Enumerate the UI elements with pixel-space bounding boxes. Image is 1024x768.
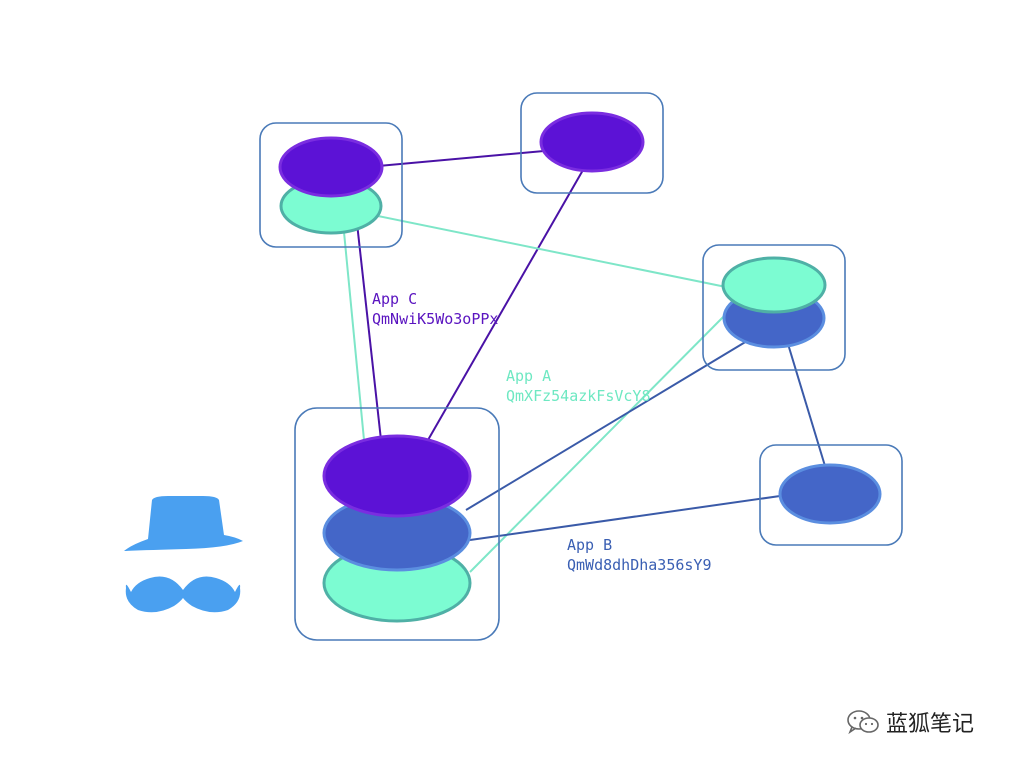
link-a-topleft-to-right xyxy=(377,215,727,288)
wechat-icon xyxy=(847,710,879,735)
node-box-top-right xyxy=(520,92,664,194)
app-b-hash: QmWd8dhDha356sY9 xyxy=(567,556,712,574)
app-a-name: App A xyxy=(506,367,552,385)
app-c-name: App C xyxy=(372,290,418,308)
app-b-name: App B xyxy=(567,536,613,554)
disk-app-a-right xyxy=(721,256,827,314)
app-b-label: App B QmWd8dhDha356sY9 xyxy=(567,535,712,575)
link-c-topleft-to-topright xyxy=(377,150,545,167)
disk-app-b-bottom-right xyxy=(778,463,882,525)
app-c-label: App C QmNwiK5Wo3oPPx xyxy=(372,289,498,329)
disk-app-c-top-right xyxy=(539,111,645,173)
node-box-right xyxy=(702,244,846,371)
node-box-bottom-right xyxy=(759,444,903,546)
hat-icon xyxy=(124,496,243,551)
link-a-topleft-to-user xyxy=(343,231,365,441)
node-box-top-left xyxy=(259,122,403,248)
disk-app-c-user xyxy=(322,434,472,518)
link-b-right-to-user xyxy=(465,337,753,511)
node-boxes xyxy=(259,92,903,641)
app-c-hash: QmNwiK5Wo3oPPx xyxy=(372,310,499,328)
app-a-hash: QmXFz54azkFsVcY8 xyxy=(506,387,651,405)
link-b-bottomright-to-user xyxy=(469,495,781,541)
link-b-right-to-bottomright xyxy=(787,343,826,467)
link-a-right-to-user xyxy=(469,301,739,573)
data-disks xyxy=(278,111,882,623)
watermark-text: 蓝狐笔记 xyxy=(886,712,975,737)
link-c-topright-to-user xyxy=(427,169,584,441)
mustache-icon xyxy=(125,576,241,613)
node-box-user xyxy=(294,407,500,641)
disk-app-c-top-left xyxy=(278,136,384,198)
app-a-label: App A QmXFz54azkFsVcY8 xyxy=(506,366,651,406)
watermark: 蓝狐笔记 xyxy=(846,706,974,738)
